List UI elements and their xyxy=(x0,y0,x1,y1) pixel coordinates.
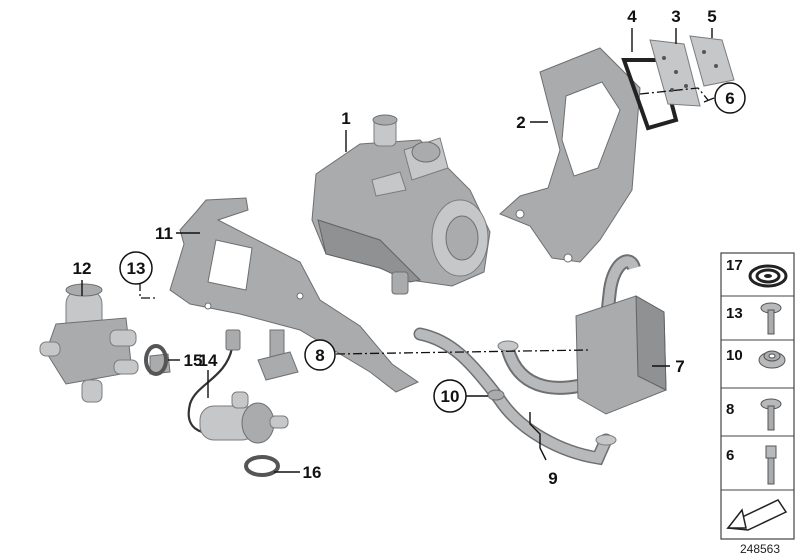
callout-6: 6 xyxy=(725,89,734,108)
callout-4: 4 xyxy=(627,7,637,26)
part-5-plate xyxy=(689,35,735,87)
callout-10-circle xyxy=(433,379,467,413)
callout-13-circle xyxy=(119,251,153,285)
callout-6-circle xyxy=(714,82,746,114)
panel-label-6: 6 xyxy=(726,447,734,464)
callout-10: 10 xyxy=(441,387,460,406)
part-1-auxiliary-heater xyxy=(311,114,491,295)
hex-nut-icon xyxy=(758,350,786,369)
arrow-icon xyxy=(726,499,788,531)
part-4-gasket xyxy=(621,58,679,131)
sealing-strip-icon xyxy=(748,264,788,288)
panel-label-17: 17 xyxy=(726,257,743,274)
part-7-silencer xyxy=(497,254,667,415)
callout-2: 2 xyxy=(516,113,525,132)
callout-8-circle xyxy=(304,339,336,371)
callout-7: 7 xyxy=(675,357,684,376)
callout-16: 16 xyxy=(303,463,322,482)
part-9-exhaust-pipe xyxy=(413,327,617,466)
callout-11: 11 xyxy=(155,224,173,243)
part-12-changeover-valve xyxy=(39,283,171,403)
callout-labels: 1 2 3 4 5 6 7 8 9 10 11 12 13 14 15 16 xyxy=(73,7,746,488)
callout-12: 12 xyxy=(73,259,92,278)
screw-icon xyxy=(760,302,782,335)
document-id: 248563 xyxy=(740,542,780,556)
callout-1: 1 xyxy=(341,109,350,128)
part-16-clamp xyxy=(244,455,280,477)
callout-9: 9 xyxy=(548,469,557,488)
part-2-bracket xyxy=(499,47,641,263)
callout-15: 15 xyxy=(184,351,203,370)
callout-14: 14 xyxy=(199,351,218,370)
callout-8: 8 xyxy=(315,346,324,365)
callout-5: 5 xyxy=(707,7,716,26)
panel-label-8: 8 xyxy=(726,401,734,418)
part-10-nut xyxy=(487,389,505,401)
leader-lines xyxy=(81,28,715,473)
part-3-plate xyxy=(649,39,701,107)
bolt-icon xyxy=(760,398,782,431)
panel-label-13: 13 xyxy=(726,305,743,322)
part-11-mounting-bracket xyxy=(169,197,420,393)
panel-label-10: 10 xyxy=(726,347,743,364)
small-parts-panel: 17 13 10 8 6 xyxy=(720,252,795,540)
part-15-clamp xyxy=(144,344,168,376)
part-14-circulation-pump xyxy=(187,329,289,444)
callout-3: 3 xyxy=(671,7,680,26)
callout-13: 13 xyxy=(127,259,146,278)
stud-icon xyxy=(765,445,777,485)
